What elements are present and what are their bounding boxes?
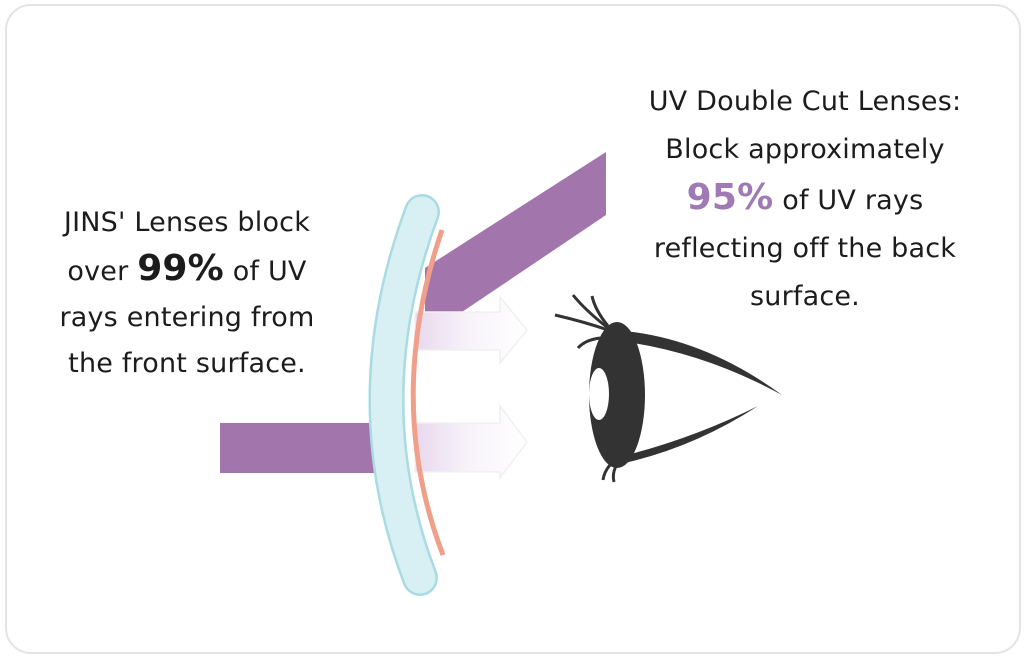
caption-line: the front surface. — [68, 348, 306, 379]
caption-line: surface. — [750, 281, 860, 312]
reflected-uv-ray — [425, 152, 606, 312]
caption-line: UV Double Cut Lenses: — [648, 86, 962, 117]
caption-text: of UV — [223, 256, 307, 287]
caption-line: over 99% of UV — [22, 246, 352, 295]
transmitted-arrow-upper — [414, 294, 528, 366]
diagram-card — [5, 4, 1021, 654]
eye-icon — [554, 294, 782, 483]
uv-coating-layer — [410, 229, 446, 556]
caption-line: rays entering from — [59, 302, 315, 333]
transmitted-arrow-lower — [414, 403, 528, 481]
caption-line: reflecting off the back — [653, 233, 957, 264]
incoming-uv-ray — [220, 423, 380, 473]
front-surface-caption: JINS' Lenses block over 99% of UV rays e… — [22, 200, 352, 387]
back-surface-caption: UV Double Cut Lenses: Block approximatel… — [610, 78, 1000, 321]
percent-99: 99% — [137, 248, 224, 289]
caption-line: JINS' Lenses block — [63, 207, 311, 238]
caption-line: Block approximately — [665, 134, 945, 165]
percent-95: 95% — [686, 177, 774, 218]
caption-line: 95% of UV rays — [610, 174, 1000, 225]
caption-text: over — [67, 256, 138, 287]
caption-text: of UV rays — [773, 185, 924, 216]
